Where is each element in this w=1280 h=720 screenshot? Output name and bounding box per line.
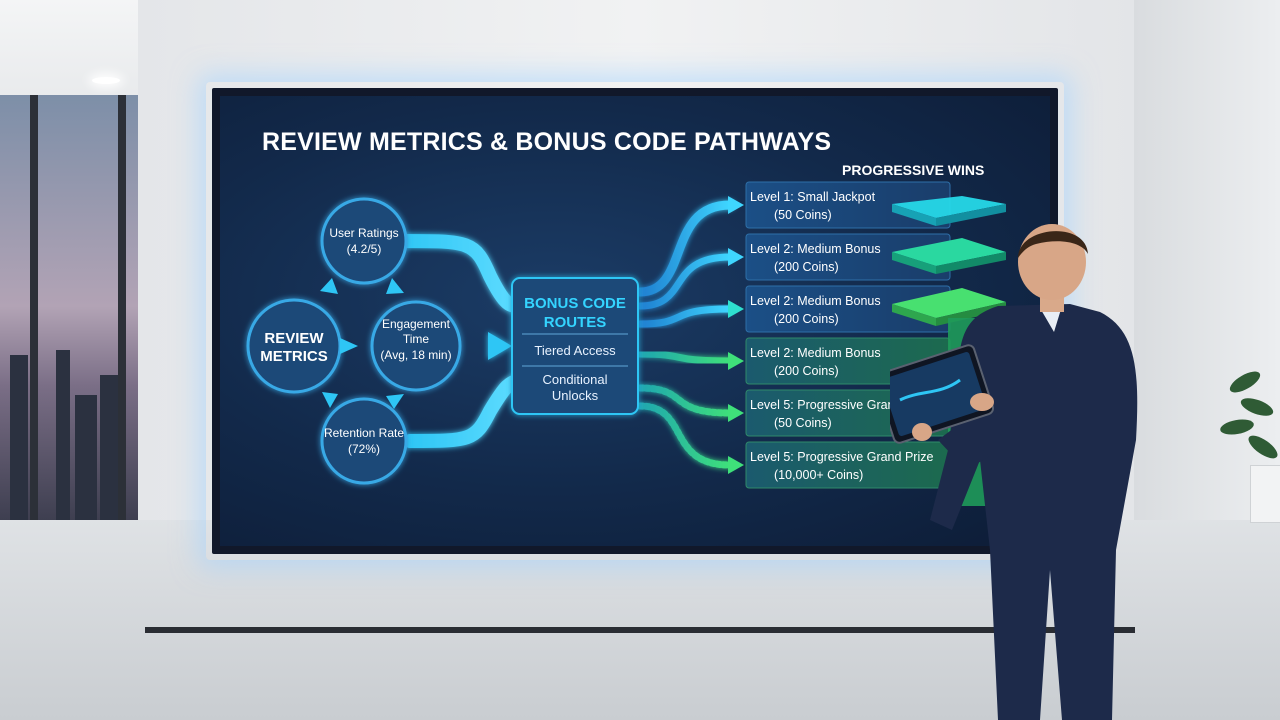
arrowhead-level-2 (728, 248, 744, 266)
routes-title: ROUTES (544, 314, 607, 331)
level-reward: (50 Coins) (774, 416, 832, 430)
hub-label: REVIEW (264, 330, 324, 347)
level-label: Level 2: Medium Bonus (750, 242, 881, 256)
tile-level-3-side (892, 304, 936, 326)
hair (1018, 231, 1088, 258)
left-arm (938, 428, 990, 470)
routes-item-conditional: Conditional (542, 372, 607, 387)
level-reward: (200 Coins) (774, 260, 839, 274)
arrowhead-level-4 (728, 352, 744, 370)
tile-level-2 (892, 238, 1006, 266)
arrowhead-level-6 (728, 456, 744, 474)
arrow-hub-to-ratings (320, 278, 338, 294)
level-reward: (200 Coins) (774, 312, 839, 326)
tablet-screen (890, 352, 987, 436)
metric-node-engagement-time (370, 300, 462, 392)
level-label: Level 5: Progressive Grand (750, 398, 902, 412)
arrow-hub-to-retention (322, 392, 338, 408)
arrow-ratings-to-engagement (386, 278, 404, 294)
metric-label: User Ratings (329, 226, 398, 240)
metric-value: (Avg, 18 min) (380, 348, 451, 362)
tablet-flow-graphic (899, 378, 961, 402)
flow-to-level-1 (635, 200, 735, 297)
level-boxes: Level 1: Small Jackpot (50 Coins) Level 2:… (745, 181, 951, 489)
bonus-code-routes-box (511, 277, 639, 415)
metric-value: (4.2/5) (347, 242, 382, 256)
hand (912, 423, 932, 441)
level-reward: (200 Coins) (774, 364, 839, 378)
shirt-collar (1040, 306, 1062, 332)
plant-pot (1250, 465, 1280, 523)
hub-label: METRICS (260, 348, 328, 365)
level-flows (635, 196, 744, 474)
side-wall (1134, 0, 1280, 520)
metric-label: Retention Rate (324, 426, 404, 440)
arrowhead-engagement (488, 332, 512, 360)
diagram-title: REVIEW METRICS & BONUS CODE PATHWAYS (262, 128, 832, 156)
tile-level-1-side (892, 204, 936, 226)
flow-ratings-to-routes (393, 234, 527, 313)
routes-item-tiered-access: Tiered Access (534, 343, 616, 358)
level-label: Level 2: Medium Bonus (750, 294, 881, 308)
arrowhead-level-5 (728, 404, 744, 422)
arrowhead-level-3 (728, 300, 744, 318)
flow-to-level-6 (636, 402, 734, 469)
metric-node-retention-rate (320, 397, 408, 485)
routes-title: BONUS CODE (524, 295, 626, 312)
tile-level-2-front (936, 252, 1006, 274)
display-screen: REVIEW METRICS & BONUS CODE PATHWAYS PRO… (212, 88, 1058, 554)
presenter-person (890, 224, 1138, 720)
metric-label: Engagement (382, 317, 451, 331)
flow-to-level-3 (636, 305, 734, 328)
flow-to-level-5 (636, 384, 734, 417)
level-reward: (50 Coins) (774, 208, 832, 222)
progressive-wins-heading: PROGRESSIVE WINS (842, 162, 985, 178)
routes-item-conditional: Unlocks (552, 388, 599, 403)
tile-level-1 (892, 196, 1006, 218)
flow-to-level-2 (636, 253, 734, 310)
level-label: Level 5: Progressive Grand Prize (750, 450, 933, 464)
tile-level-1-front (936, 204, 1006, 226)
arrow-engagement-to-retention (386, 394, 404, 409)
ceiling-light (92, 77, 120, 84)
metric-value: (72%) (348, 442, 380, 456)
level-label: Level 1: Small Jackpot (750, 190, 876, 204)
hand (970, 393, 994, 411)
level-label: Level 2: Medium Bonus (750, 346, 881, 360)
metric-label: Time (403, 332, 430, 346)
metric-node-user-ratings (320, 197, 408, 285)
arrowhead-level-1 (728, 196, 744, 214)
flow-to-level-4 (636, 350, 734, 365)
tile-level-3 (892, 288, 1006, 318)
baseboard (145, 627, 1135, 633)
tile-level-2-side (892, 252, 936, 274)
level-reward: (10,000+ Coins) (774, 468, 863, 482)
city-window (0, 95, 142, 565)
arrow-hub-to-engagement (340, 338, 358, 354)
